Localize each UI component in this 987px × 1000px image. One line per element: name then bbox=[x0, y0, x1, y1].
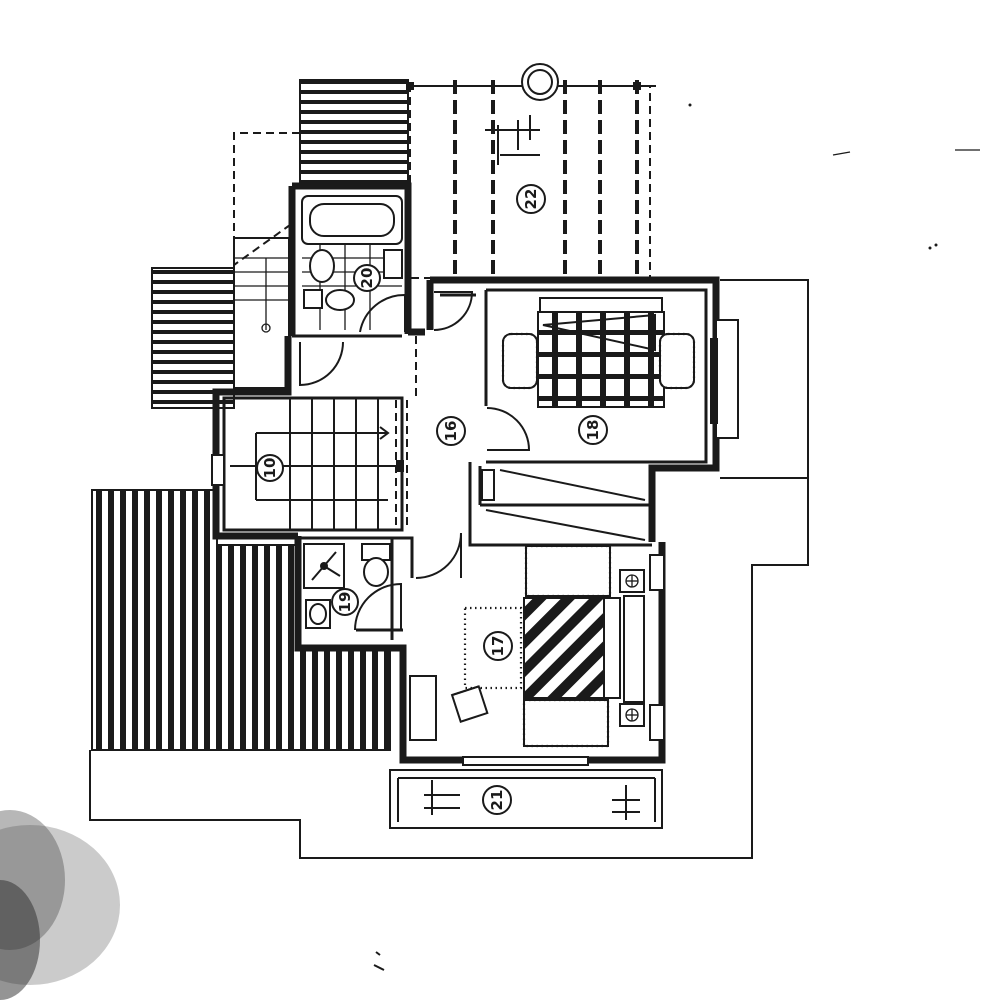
wardrobes bbox=[481, 469, 646, 541]
roof-overhang bbox=[233, 132, 300, 267]
scan-specks bbox=[373, 103, 980, 971]
bathroom-upper-fixtures bbox=[301, 195, 403, 330]
room-label-20: 20 bbox=[353, 264, 381, 292]
scan-smudge bbox=[0, 810, 120, 1000]
pergola bbox=[406, 63, 656, 279]
svg-text:20: 20 bbox=[358, 268, 376, 289]
bedroom-18-furniture bbox=[501, 297, 696, 408]
external-stair-top bbox=[299, 79, 409, 185]
room-label-16: 16 bbox=[436, 416, 466, 446]
svg-text:10: 10 bbox=[261, 458, 279, 479]
bathroom-lower-fixtures bbox=[303, 543, 391, 629]
room-label-19: 19 bbox=[331, 588, 359, 616]
stair-label: 10 bbox=[256, 454, 284, 482]
svg-text:17: 17 bbox=[489, 636, 507, 657]
outer-outline bbox=[89, 477, 809, 859]
terrace-decking bbox=[91, 489, 391, 751]
room-label-22: 22 bbox=[516, 184, 546, 214]
outer-outline-right bbox=[720, 279, 809, 478]
balcony bbox=[389, 769, 663, 829]
external-stair-left bbox=[151, 267, 235, 409]
room-label-17: 17 bbox=[483, 631, 513, 661]
bedroom-17-furniture bbox=[409, 544, 645, 748]
doors bbox=[299, 291, 531, 631]
svg-text:18: 18 bbox=[584, 420, 602, 441]
svg-text:19: 19 bbox=[336, 592, 354, 613]
svg-text:22: 22 bbox=[522, 189, 540, 210]
svg-text:16: 16 bbox=[442, 421, 460, 442]
room-label-21: 21 bbox=[482, 785, 512, 815]
internal-stair bbox=[230, 398, 404, 530]
stair-landing bbox=[233, 237, 290, 389]
windows bbox=[211, 319, 739, 766]
svg-text:21: 21 bbox=[488, 790, 506, 811]
room-label-18: 18 bbox=[578, 415, 608, 445]
